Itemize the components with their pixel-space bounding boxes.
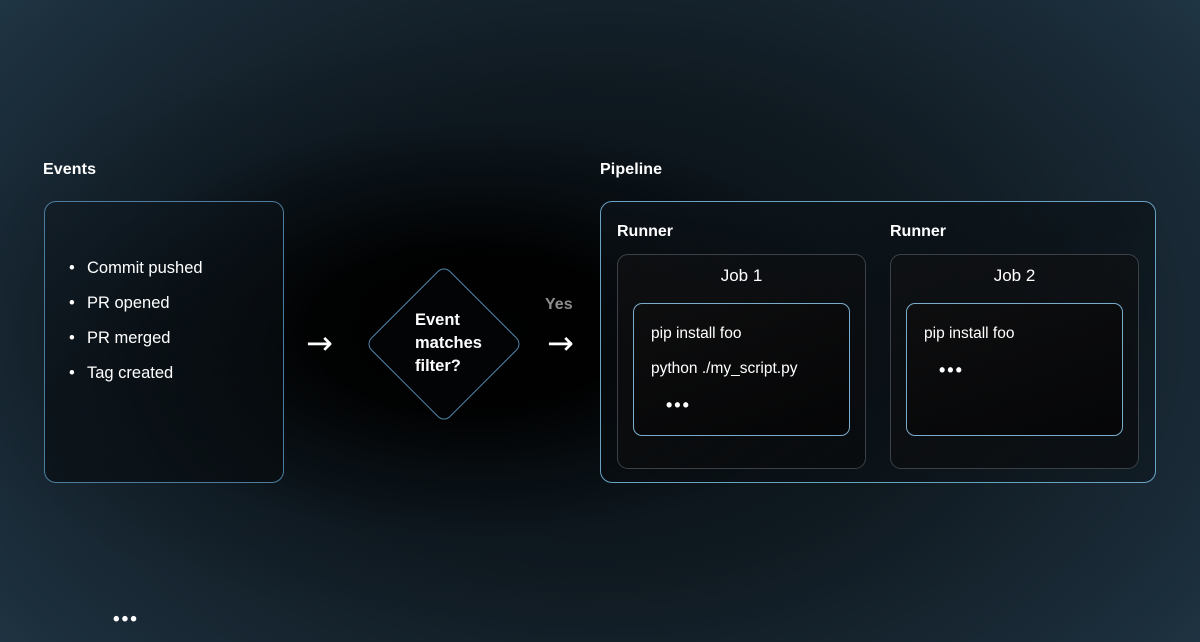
runner-label: Runner (890, 223, 946, 240)
runner-2: Runner Job 2 pip install foo ••• (890, 216, 1139, 469)
list-item: • PR opened (69, 295, 203, 312)
bullet-icon: • (69, 329, 75, 347)
job-title: Job 2 (993, 266, 1036, 285)
job-box-1: Job 1 pip install foo python ./my_script… (617, 254, 866, 469)
arrow-right-icon: → (547, 324, 574, 362)
script-line: python ./my_script.py (651, 360, 798, 377)
bullet-icon: • (69, 259, 75, 277)
list-item: • Commit pushed (69, 260, 203, 277)
event-label: Tag created (87, 364, 174, 382)
pipeline-section-label: Pipeline (600, 161, 663, 178)
script-box-2: pip install foo ••• (906, 303, 1123, 436)
runner-label: Runner (617, 223, 673, 240)
events-ellipsis: ••• (113, 609, 139, 630)
script-box-1: pip install foo python ./my_script.py ••… (633, 303, 850, 436)
script-ellipsis: ••• (939, 360, 964, 380)
job-title: Job 1 (720, 266, 763, 285)
job-box-2: Job 2 pip install foo ••• (890, 254, 1139, 469)
bullet-icon: • (69, 364, 75, 382)
script-ellipsis: ••• (666, 395, 691, 415)
bullet-icon: • (69, 294, 75, 312)
list-item: • PR merged (69, 330, 203, 347)
events-box: • Commit pushed • PR opened • PR merged … (44, 201, 284, 629)
events-section-label: Events (43, 161, 97, 178)
decision-line-1: Event (415, 311, 460, 329)
yes-branch-label: Yes (545, 296, 573, 313)
event-label: Commit pushed (87, 259, 203, 277)
runner-1: Runner Job 1 pip install foo python ./my… (617, 216, 866, 469)
decision-line-3: filter? (415, 357, 461, 375)
event-label: PR merged (87, 329, 171, 347)
script-line: pip install foo (924, 325, 1015, 342)
decision-line-2: matches (415, 334, 482, 352)
event-label: PR opened (87, 294, 170, 312)
decision-node: Event matches filter? (364, 264, 524, 424)
decision-label: Event matches filter? (415, 309, 505, 378)
list-item: • Tag created (69, 365, 203, 382)
events-list: • Commit pushed • PR opened • PR merged … (69, 260, 203, 400)
script-line: pip install foo (651, 325, 742, 342)
arrow-right-icon: → (306, 324, 333, 362)
pipeline-box: Runner Job 1 pip install foo python ./my… (600, 201, 1156, 483)
